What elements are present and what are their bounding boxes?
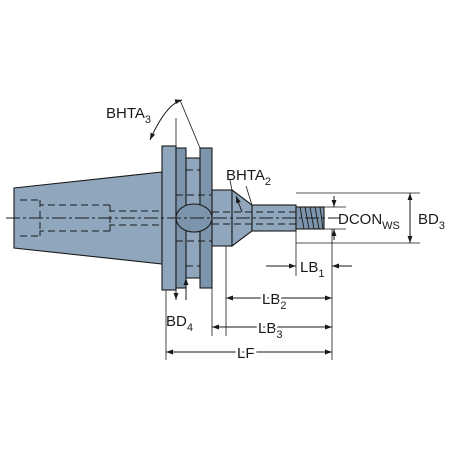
bhta3-label: BHTA3 xyxy=(106,105,151,126)
bhta3-dimension: BHTA3 xyxy=(106,99,201,149)
bhta2-label: BHTA2 xyxy=(226,167,271,188)
tool-holder-body xyxy=(6,145,340,291)
lb2-label: LB2 xyxy=(262,291,286,312)
lf-label: LF xyxy=(237,345,255,362)
dconws-dimension: DCONWS xyxy=(324,196,400,240)
lb3-label: LB3 xyxy=(258,320,282,341)
bd4-dimension: BD4 xyxy=(166,278,193,334)
bhta2-dimension: BHTA2 xyxy=(226,167,271,213)
lb3-dimension: LB3 xyxy=(212,318,332,344)
bd3-dimension: BD3 xyxy=(296,192,445,244)
lf-dimension: LF xyxy=(166,343,332,365)
hidden-lines xyxy=(20,169,296,267)
dconws-label: DCONWS xyxy=(338,211,400,232)
lb1-dimension: LB1 xyxy=(266,259,352,280)
lb2-dimension: LB2 xyxy=(226,289,332,315)
bd3-label: BD3 xyxy=(418,211,445,232)
lb1-label: LB1 xyxy=(300,259,324,280)
bd4-label: BD4 xyxy=(166,313,193,334)
